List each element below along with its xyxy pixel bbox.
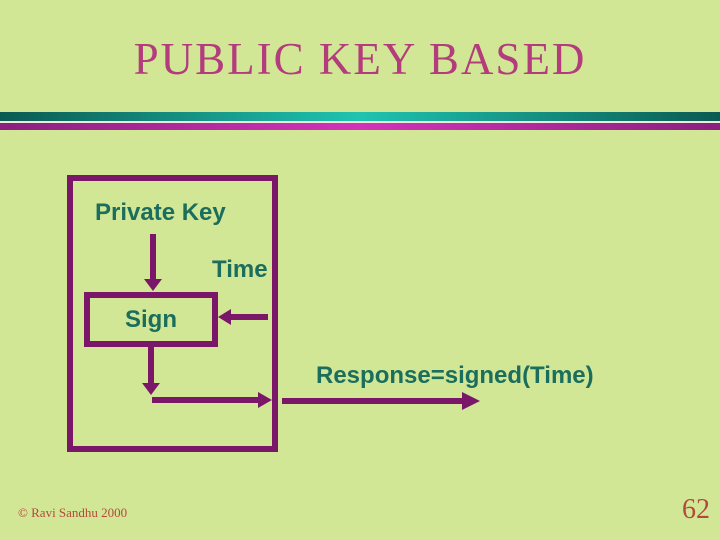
arrow-time-head-icon	[218, 309, 231, 325]
arrow-response-head-icon	[462, 392, 480, 410]
response-label: Response=signed(Time)	[316, 362, 594, 389]
arrow-private-key-line	[150, 234, 156, 279]
arrow-time-line	[231, 314, 268, 320]
sign-label: Sign	[125, 305, 177, 333]
time-label: Time	[212, 256, 268, 283]
divider-stripe-gap	[0, 121, 720, 123]
private-key-label: Private Key	[95, 199, 226, 226]
arrow-to-border-line	[152, 397, 258, 403]
divider-stripe-magenta	[0, 123, 720, 130]
slide-title: PUBLIC KEY BASED	[133, 34, 587, 84]
signer-outer-box	[67, 175, 278, 452]
arrow-private-key-head-icon	[144, 279, 162, 291]
copyright-text: © Ravi Sandhu 2000	[18, 505, 128, 520]
arrow-sign-output-head-icon	[142, 383, 160, 395]
arrow-response-line	[282, 398, 462, 404]
sign-box: Sign	[84, 292, 218, 347]
arrow-to-border-head-icon	[258, 392, 272, 408]
page-number: 62	[682, 494, 710, 525]
divider-stripe-teal	[0, 112, 720, 121]
arrow-sign-output-line	[148, 347, 154, 383]
